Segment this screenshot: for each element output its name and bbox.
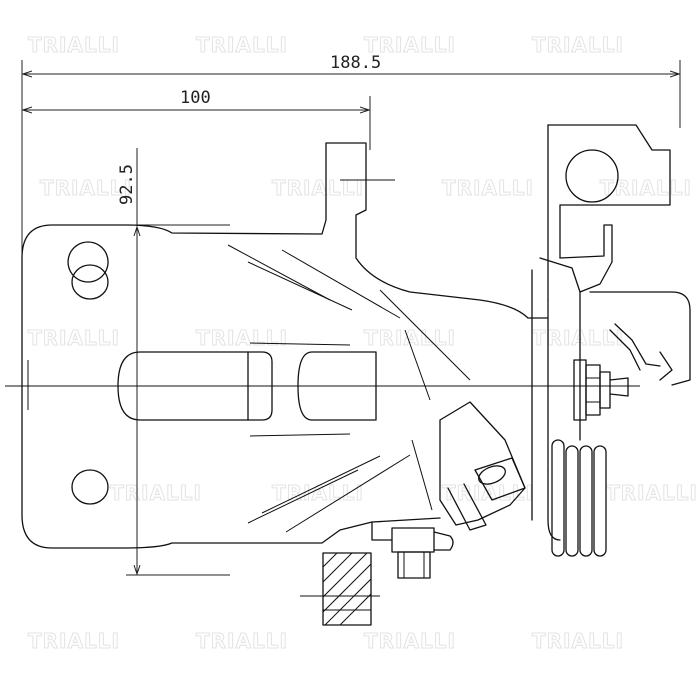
watermark-text: TRIALLI [28, 33, 120, 57]
dimension-label-overall: 188.5 [330, 53, 381, 73]
spring-coils [547, 439, 607, 557]
watermark-text: TRIALLI [196, 33, 288, 57]
watermark-text: TRIALLI [532, 33, 624, 57]
dimension-overall-width: 188.5 [21, 53, 681, 128]
dimension-label-partial: 100 [180, 88, 211, 108]
caliper-body [5, 142, 640, 549]
dimension-height: 92.5 [117, 148, 230, 576]
watermark-text: TRIALLI [606, 481, 698, 505]
watermark-text: TRIALLI [442, 176, 534, 200]
dimension-label-height: 92.5 [117, 164, 137, 205]
bleeder-nut [573, 359, 629, 421]
watermark-text: TRIALLI [532, 629, 624, 653]
watermark-text: TRIALLI [40, 176, 132, 200]
watermark-text: TRIALLI [364, 629, 456, 653]
watermark-text: TRIALLI [364, 326, 456, 350]
guide-pin-boot [439, 401, 526, 531]
watermark-text: TRIALLI [28, 326, 120, 350]
watermark-text: TRIALLI [364, 33, 456, 57]
carrier-bracket [531, 124, 691, 521]
watermark-text: TRIALLI [196, 326, 288, 350]
bottom-fitting [371, 521, 454, 579]
watermark-text: TRIALLI [196, 629, 288, 653]
watermark-text: TRIALLI [28, 629, 120, 653]
watermark-layer: TRIALLI TRIALLI TRIALLI TRIALLI TRIALLI … [28, 33, 698, 654]
watermark-text: TRIALLI [532, 326, 624, 350]
hatched-section [300, 552, 380, 626]
watermark-text: TRIALLI [110, 481, 202, 505]
watermark-text: TRIALLI [600, 176, 692, 200]
